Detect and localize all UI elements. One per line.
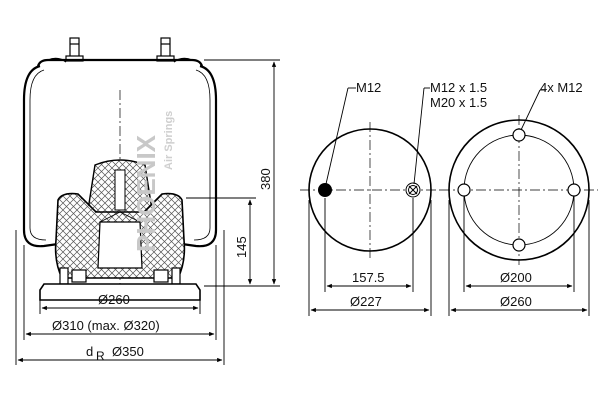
dim-diameter-260: Ø260 <box>98 292 130 307</box>
bottom-mounting-studs <box>59 267 181 285</box>
dim-diameter-227: Ø227 <box>350 294 382 309</box>
callout-m20x1-5: M20 x 1.5 <box>430 95 487 110</box>
side-view-dimensions <box>15 59 280 365</box>
dim-height-380: 380 <box>258 168 273 190</box>
dim-diameter-200: Ø200 <box>500 270 532 285</box>
top-mounting-studs <box>65 37 175 62</box>
m12-bolt-holes <box>457 128 581 252</box>
air-spring-side-view <box>22 37 218 301</box>
top-plate-view <box>300 87 440 316</box>
callout-4x-m12: 4x M12 <box>540 80 583 95</box>
m12-hole <box>318 183 332 197</box>
dim-diameter-310: Ø310 (max. Ø320) <box>52 318 160 333</box>
bottom-plate-view <box>440 89 598 316</box>
top-plate <box>36 57 204 67</box>
dim-dr-350: d R Ø350 <box>86 344 144 363</box>
callout-m12x1-5: M12 x 1.5 <box>430 80 487 95</box>
dim-diameter-260-plate: Ø260 <box>500 294 532 309</box>
svg-text:d: d <box>86 344 93 359</box>
dim-157-5: 157.5 <box>352 270 385 285</box>
svg-text:PHOENIX: PHOENIX <box>131 134 161 252</box>
svg-text:R: R <box>96 349 105 363</box>
svg-text:Ø350: Ø350 <box>112 344 144 359</box>
svg-text:Air Springs: Air Springs <box>163 111 175 170</box>
phoenix-watermark: PHOENIX Air Springs <box>131 111 175 252</box>
callout-m12: M12 <box>356 80 381 95</box>
dim-height-145: 145 <box>234 236 249 258</box>
air-connection-port <box>405 182 421 198</box>
bellows-outline <box>22 64 218 248</box>
